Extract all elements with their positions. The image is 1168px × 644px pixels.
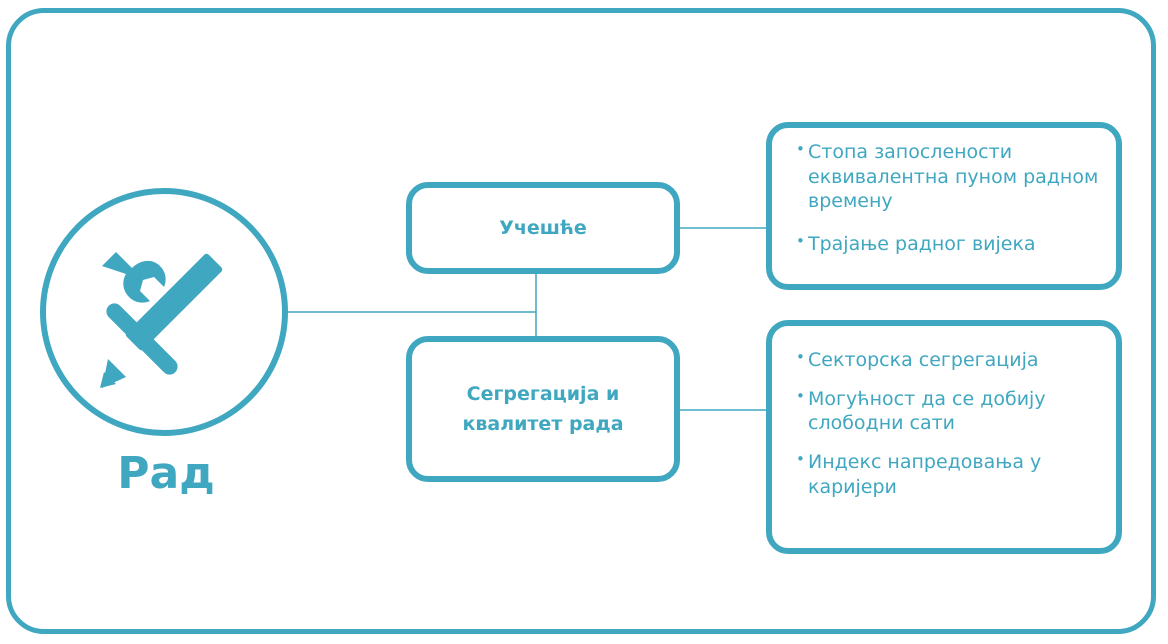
indicator-fte-employment-rate: Стопа запослености еквивалентна пуном ра… xyxy=(796,140,1108,214)
indicator-time-off-possibility: Могућност да се добију слободни сати xyxy=(796,387,1108,436)
domain-circle xyxy=(40,188,288,436)
segregation-indicators-box: Секторска сегрегација Могућност да се до… xyxy=(766,320,1122,554)
participation-indicators-box: Стопа запослености еквивалентна пуном ра… xyxy=(766,122,1122,290)
node-segregation-label-line1: Сегрегација и xyxy=(466,382,620,405)
node-participation-label: Учешће xyxy=(499,216,587,239)
wrench-and-pencil-icon xyxy=(100,252,223,388)
indicator-sectoral-segregation: Секторска сегрегација xyxy=(796,348,1108,373)
node-segregation-quality: Сегрегација и квалитет рада xyxy=(406,336,680,482)
indicator-working-life-duration: Трајање радног вијека xyxy=(796,232,1108,257)
indicator-career-prospects-index: Индекс напредовања у каријери xyxy=(796,450,1108,499)
node-participation: Учешће xyxy=(406,182,680,274)
domain-title: Рад xyxy=(117,448,215,499)
node-segregation-label-line2: квалитет рада xyxy=(462,413,624,435)
diagram-frame xyxy=(6,8,1156,634)
